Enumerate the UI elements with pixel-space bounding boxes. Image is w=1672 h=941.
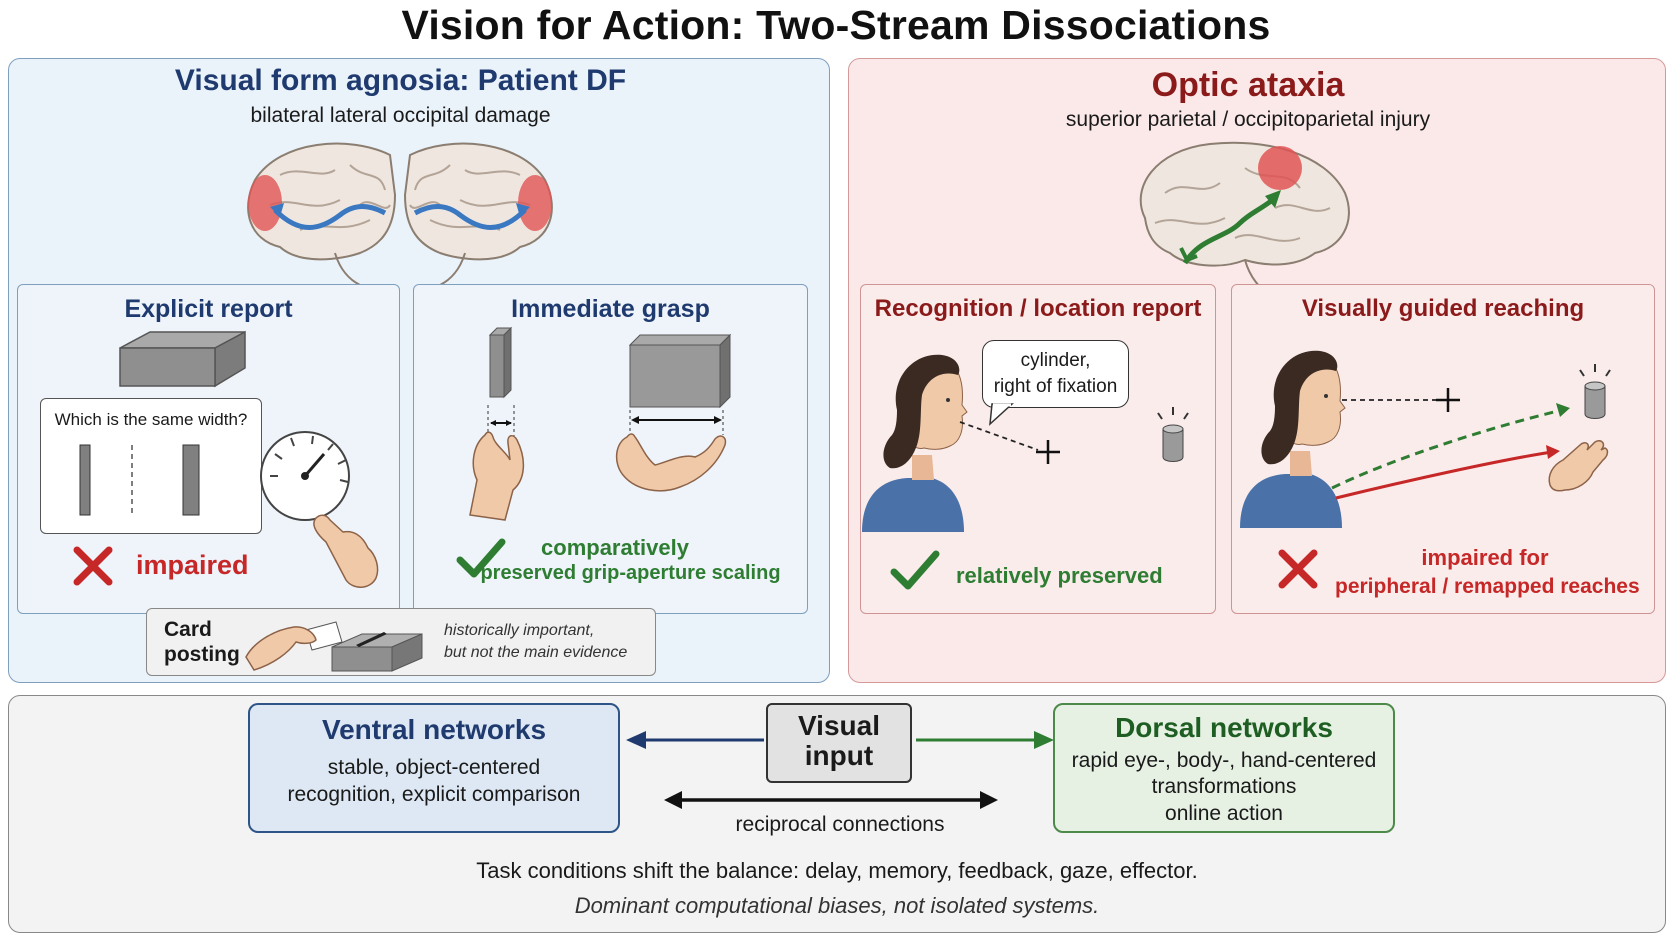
card-note-line1: historically important, xyxy=(444,622,595,639)
agnosia-heading: Visual form agnosia: Patient DF xyxy=(174,64,627,97)
left-hemisphere-icon xyxy=(247,142,397,286)
block-icon xyxy=(119,330,246,388)
pointing-hand-icon xyxy=(313,514,379,588)
check-icon-grasp xyxy=(456,538,506,578)
reaching-hand-icon xyxy=(1548,439,1609,492)
dorsal-line1: rapid eye-, body-, hand-centered xyxy=(1071,749,1377,772)
task-conditions-text: Task conditions shift the balance: delay… xyxy=(476,858,1198,883)
card-label-line2: posting xyxy=(164,643,240,666)
width-question: Which is the same width? xyxy=(54,410,248,429)
check-icon-recognition xyxy=(890,550,940,590)
cross-icon-reaching xyxy=(1278,549,1318,589)
reaching-result-line1: impaired for xyxy=(1421,545,1549,570)
visual-input-box xyxy=(766,703,912,783)
reaching-patient-icon xyxy=(1240,350,1346,528)
speech-bubble xyxy=(982,340,1129,408)
card-note-line2: but not the main evidence xyxy=(444,644,628,661)
recognition-heading: Recognition / location report xyxy=(874,295,1202,322)
left-lesion xyxy=(248,175,282,231)
agnosia-subheading: bilateral lateral occipital damage xyxy=(250,104,551,127)
visual-input-line2: input xyxy=(804,740,874,771)
reaching-result-line2: peripheral / remapped reaches xyxy=(1335,575,1640,598)
intended-reach-path xyxy=(1331,408,1563,490)
narrow-block-icon xyxy=(488,326,513,399)
reaching-heading: Visually guided reaching xyxy=(1301,295,1585,322)
caption-text: Dominant computational biases, not isola… xyxy=(574,893,1100,918)
recognition-result: relatively preserved xyxy=(956,563,1163,588)
ventral-line1: stable, object-centered xyxy=(327,756,541,779)
gaze-line-fixation xyxy=(959,421,1060,464)
immediate-grasp-heading: Immediate grasp xyxy=(511,295,710,323)
ventral-line2: recognition, explicit comparison xyxy=(287,783,581,806)
dial-gauge-icon xyxy=(260,431,379,588)
explicit-report-heading: Explicit report xyxy=(124,295,293,323)
patient-profile-icon xyxy=(862,354,968,532)
right-hemisphere-icon xyxy=(403,142,553,286)
reach-target-cylinder-icon xyxy=(1579,364,1611,419)
immediate-grasp-panel xyxy=(413,284,808,614)
recognition-report-panel xyxy=(860,284,1216,614)
width-comparison-card xyxy=(40,398,262,534)
dorsal-line2: transformations xyxy=(1151,775,1297,798)
cylinder-target-icon xyxy=(1157,407,1189,462)
grasp-result-line2: preserved grip-aperture scaling xyxy=(480,562,781,584)
right-lesion xyxy=(518,175,552,231)
wide-block-icon xyxy=(628,333,732,409)
dorsal-networks-box xyxy=(1053,703,1395,833)
dorsal-line3: online action xyxy=(1165,802,1283,825)
cross-icon xyxy=(73,546,113,586)
actual-reach-path xyxy=(1335,450,1553,500)
card-label-line1: Card xyxy=(164,618,212,641)
reciprocal-label: reciprocal connections xyxy=(735,813,945,836)
bubble-line1: cylinder, xyxy=(1020,350,1091,371)
ventral-heading: Ventral networks xyxy=(321,714,547,745)
explicit-result: impaired xyxy=(136,550,249,580)
reaching-paths xyxy=(1331,388,1570,500)
grasp-result-line1: comparatively xyxy=(541,535,689,560)
comparison-bars-icon xyxy=(79,444,200,516)
narrow-grip-hand-icon xyxy=(469,431,525,521)
speech-bubble-tail xyxy=(989,403,1014,426)
page-title: Vision for Action: Two-Stream Dissociati… xyxy=(401,2,1271,48)
network-arrows xyxy=(626,731,1054,809)
visual-input-line1: Visual xyxy=(798,710,880,741)
ataxia-subheading: superior parietal / occipitoparietal inj… xyxy=(1065,108,1431,131)
bubble-line2: right of fixation xyxy=(993,376,1118,397)
parietal-lesion xyxy=(1258,146,1302,190)
dorsal-heading: Dorsal networks xyxy=(1115,712,1333,743)
grasp-illustration xyxy=(469,326,732,521)
bilateral-brain-illustration xyxy=(247,142,553,286)
ventral-stream-arrow-right xyxy=(413,204,527,230)
ventral-networks-box xyxy=(248,703,620,833)
ventral-stream-arrow-left xyxy=(273,204,387,230)
parietal-brain-illustration xyxy=(1139,141,1350,297)
ataxia-heading: Optic ataxia xyxy=(1151,66,1345,104)
posting-hand-icon xyxy=(245,626,317,671)
card-posting-icon xyxy=(245,621,423,672)
dorsal-stream-arrow xyxy=(1182,196,1277,265)
wide-grip-hand-icon xyxy=(615,433,727,492)
